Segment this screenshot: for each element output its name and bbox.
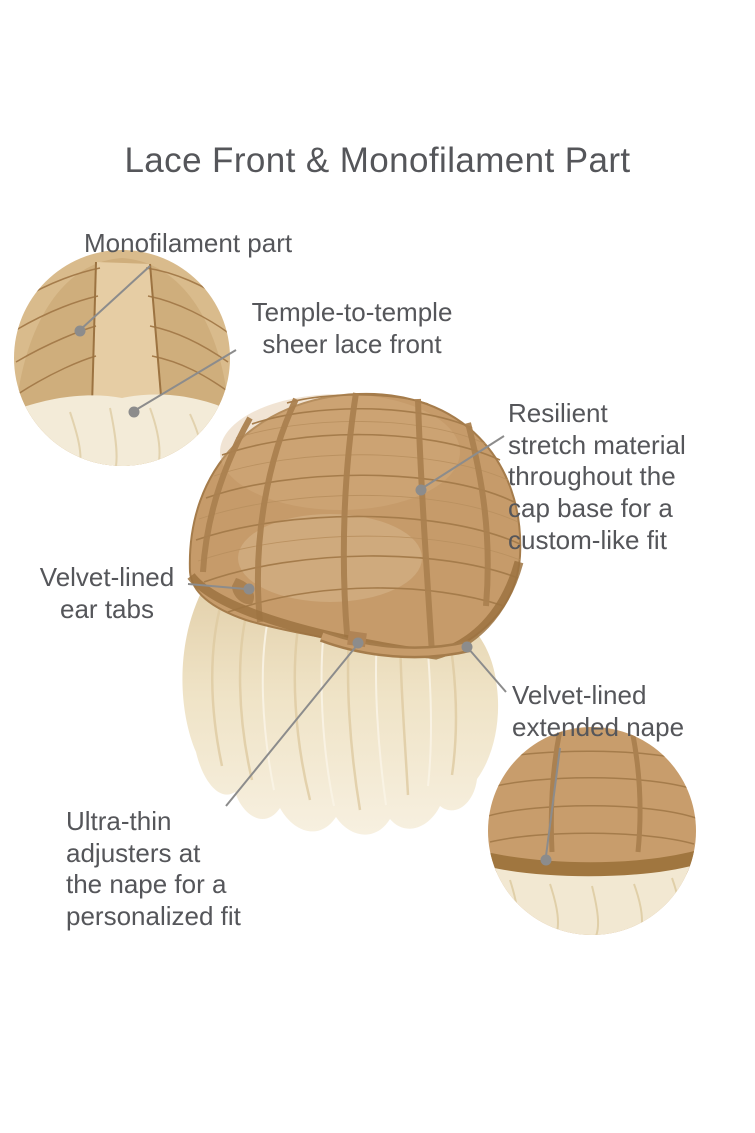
dot-monofilament [74, 325, 86, 337]
wig-illustration [182, 392, 524, 835]
cap-interior-inset [14, 250, 230, 466]
callout-ear-tabs: Velvet-lined ear tabs [39, 562, 175, 624]
callout-lace-front: Temple-to-temple sheer lace front [251, 297, 453, 359]
callout-stretch-material: Resilient stretch material throughout th… [508, 398, 686, 555]
dot-extended-nape [461, 641, 473, 653]
callout-extended-nape: Velvet-lined extended nape [512, 680, 685, 742]
cap-straps [200, 392, 491, 654]
monofilament-panel [92, 262, 162, 408]
lace-front-edge [14, 394, 230, 466]
dot-ear-tab [243, 583, 255, 595]
dot-lace-front [128, 406, 140, 418]
nape-closeup-inset [488, 727, 696, 935]
dot-adjuster [352, 637, 364, 649]
hair-strands [211, 599, 458, 811]
callout-adjusters: Ultra-thin adjusters at the nape for a p… [66, 806, 241, 932]
ear-tab [232, 578, 255, 605]
callout-dots [74, 325, 552, 866]
page-title: Lace Front & Monofilament Part [124, 141, 631, 180]
dot-stretch-material [415, 484, 427, 496]
leader-lines [79, 265, 561, 857]
dot-nape-closeup [540, 854, 552, 866]
callout-monofilament-part: Monofilament part [84, 228, 293, 258]
